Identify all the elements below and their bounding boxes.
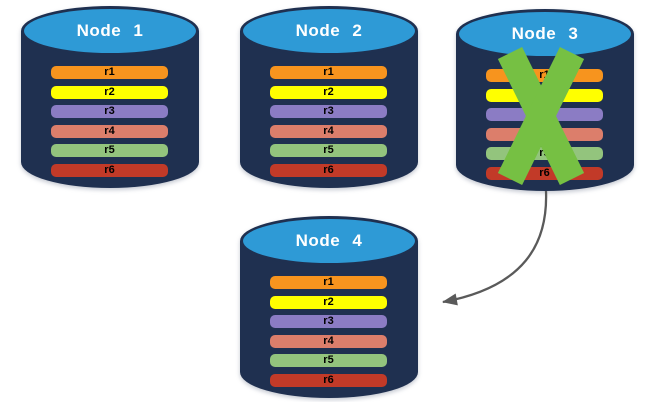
replica-row-r6: r6 [270, 373, 387, 387]
replica-row-r2: r2 [270, 295, 387, 309]
node-title: Node 1 [76, 21, 144, 40]
replica-row-r3: r3 [51, 105, 168, 118]
replica-row-r6: r6 [51, 163, 168, 177]
cylinder-top: Node 4 [240, 216, 418, 266]
replica-row-r4: r4 [270, 124, 387, 138]
replica-row-r3: r3 [270, 315, 387, 328]
failure-x-icon [497, 47, 585, 185]
replica-list: r1 r2 r3 r4 r5 r6 [270, 66, 387, 183]
replica-row-r4: r4 [270, 334, 387, 348]
replica-row-r1: r1 [51, 66, 168, 79]
node-1: Node 1 r1 r2 r3 r4 r5 r6 [21, 6, 199, 188]
node-4: Node 4 r1 r2 r3 r4 r5 r6 [240, 216, 418, 398]
cylinder-shape: Node 4 [240, 216, 418, 398]
replica-list: r1 r2 r3 r4 r5 r6 [270, 276, 387, 393]
cylinder-top: Node 1 [21, 6, 199, 56]
cylinder-top: Node 2 [240, 6, 418, 56]
node-title: Node 3 [511, 24, 579, 43]
cylinder-top: Node 3 [456, 9, 634, 59]
node-title: Node 2 [295, 21, 363, 40]
replica-row-r4: r4 [51, 124, 168, 138]
replica-row-r5: r5 [270, 144, 387, 157]
replica-row-r2: r2 [270, 85, 387, 99]
replica-row-r2: r2 [51, 85, 168, 99]
replica-row-r1: r1 [270, 276, 387, 289]
node-2: Node 2 r1 r2 r3 r4 r5 r6 [240, 6, 418, 188]
replica-row-r5: r5 [270, 354, 387, 367]
replica-row-r1: r1 [270, 66, 387, 79]
cylinder-shape: Node 1 [21, 6, 199, 188]
replica-row-r3: r3 [270, 105, 387, 118]
replica-list: r1 r2 r3 r4 r5 r6 [51, 66, 168, 183]
node-title: Node 4 [295, 231, 363, 250]
cylinder-shape: Node 3 [456, 9, 634, 191]
replica-row-r5: r5 [51, 144, 168, 157]
cylinder-shape: Node 2 [240, 6, 418, 188]
replica-row-r6: r6 [270, 163, 387, 177]
node-3: Node 3 r1 r2 r3 r4 r5 r6 [456, 9, 634, 191]
